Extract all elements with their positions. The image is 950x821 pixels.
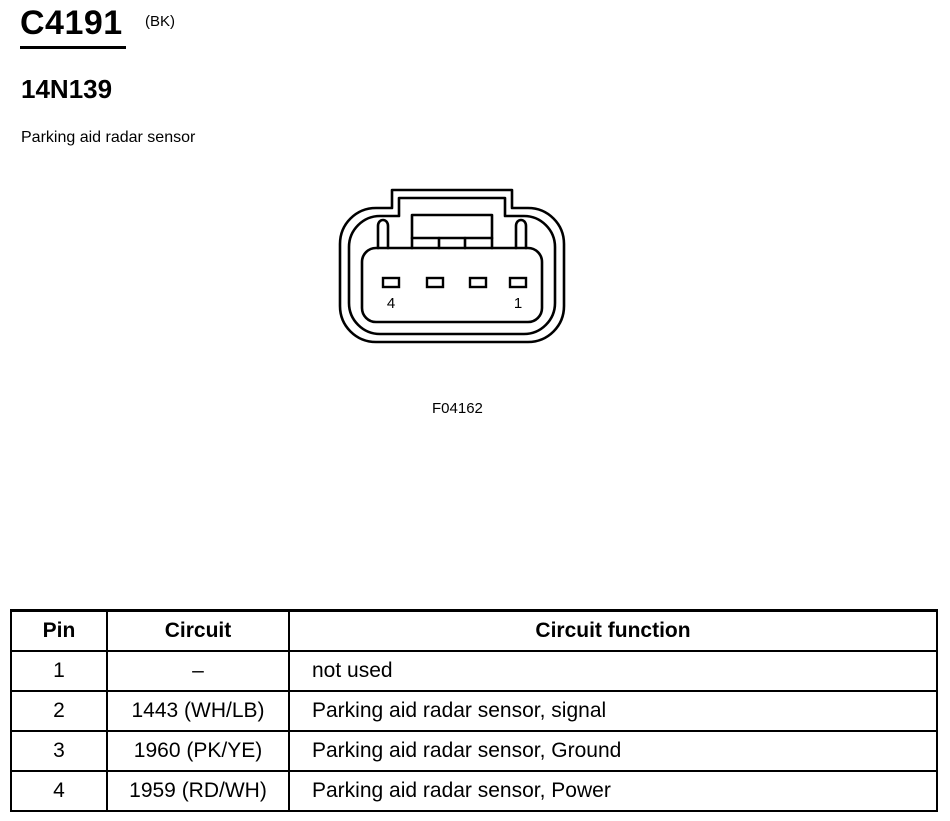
pin-cavity-3: [425, 276, 445, 289]
locking-tab-right: [514, 218, 528, 250]
header-circuit: Circuit: [106, 609, 290, 652]
pin-cavity-1: [508, 276, 528, 289]
locking-tab-left: [376, 218, 390, 250]
connector-color: (BK): [145, 13, 175, 30]
connector-inner-shell: [347, 196, 557, 336]
connector-id-underline: [20, 46, 126, 49]
pin-label-1: 1: [514, 295, 522, 312]
pin-cavity-face: [360, 246, 544, 324]
pin-cell: 3: [10, 730, 108, 772]
pin-cavity-2: [468, 276, 488, 289]
component-description: Parking aid radar sensor: [21, 129, 196, 146]
connector-outer-shell: [338, 188, 566, 344]
function-cell: Parking aid radar sensor, signal: [288, 690, 938, 732]
part-number: 14N139: [21, 74, 113, 104]
table-header-row: Pin Circuit Circuit function: [10, 609, 938, 652]
function-cell: Parking aid radar sensor, Power: [288, 770, 938, 812]
circuit-cell: 1443 (WH/LB): [106, 690, 290, 732]
figure-code: F04162: [432, 400, 483, 417]
latch-housing: [410, 213, 494, 250]
connector-face-diagram: 4 1: [338, 188, 566, 344]
function-cell: Parking aid radar sensor, Ground: [288, 730, 938, 772]
pin-cavity-4: [381, 276, 401, 289]
table-row: 2 1443 (WH/LB) Parking aid radar sensor,…: [10, 690, 938, 732]
circuit-cell: 1960 (PK/YE): [106, 730, 290, 772]
pin-cell: 4: [10, 770, 108, 812]
table-row: 4 1959 (RD/WH) Parking aid radar sensor,…: [10, 770, 938, 812]
pin-cell: 2: [10, 690, 108, 732]
table-row: 3 1960 (PK/YE) Parking aid radar sensor,…: [10, 730, 938, 772]
pin-cell: 1: [10, 650, 108, 692]
pin-table: Pin Circuit Circuit function 1 – not use…: [10, 609, 938, 812]
connector-id: C4191: [20, 4, 123, 42]
circuit-cell: 1959 (RD/WH): [106, 770, 290, 812]
pin-label-4: 4: [387, 295, 395, 312]
circuit-cell: –: [106, 650, 290, 692]
header-circuit-function: Circuit function: [288, 609, 938, 652]
table-row: 1 – not used: [10, 650, 938, 692]
function-cell: not used: [288, 650, 938, 692]
header-pin: Pin: [10, 609, 108, 652]
